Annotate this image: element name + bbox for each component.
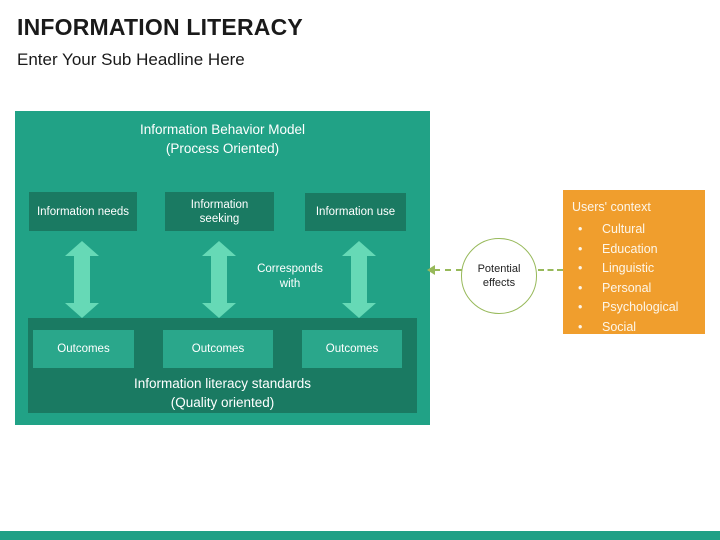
list-item-label: Cultural	[602, 222, 646, 236]
literacy-standards-title-line1: Information literacy standards	[133, 376, 312, 391]
stage-box-information-needs: Information needs	[29, 192, 137, 231]
potential-effects-line2: effects	[482, 277, 516, 289]
stage-box-information-use: Information use	[305, 193, 406, 231]
list-item: • Linguistic	[572, 259, 699, 279]
connector-dashed-line-left	[434, 269, 462, 271]
outcome-box-2: Outcomes	[163, 330, 273, 368]
literacy-standards-box: Outcomes Outcomes Outcomes Information l…	[28, 318, 417, 413]
footer-accent-bar	[0, 531, 720, 540]
arrow-down-head-icon	[342, 303, 376, 318]
arrow-up-head-icon	[65, 241, 99, 256]
list-item-label: Psychological	[602, 300, 679, 314]
literacy-standards-title: Information literacy standards (Quality …	[28, 374, 417, 412]
list-item-label: Social	[602, 319, 637, 334]
bullet-icon: •	[578, 261, 583, 275]
bullet-icon: •	[578, 280, 583, 295]
list-item: • Cultural	[572, 220, 699, 240]
arrow-down-head-icon	[65, 303, 99, 318]
potential-effects-circle: Potential effects	[461, 238, 537, 314]
page-title: INFORMATION LITERACY	[17, 14, 303, 40]
bullet-icon: •	[578, 319, 583, 334]
bullet-icon: •	[578, 241, 583, 256]
connector-arrowhead-icon	[427, 265, 435, 275]
arrow-down-head-icon	[202, 303, 236, 318]
stage-box-information-seeking: Information seeking	[165, 192, 274, 231]
behavior-model-title-line1: Information Behavior Model	[139, 122, 306, 137]
behavior-model-box: Information Behavior Model (Process Orie…	[15, 111, 430, 425]
potential-effects-line1: Potential	[477, 263, 521, 275]
list-item-label: Education	[602, 241, 658, 256]
arrow-shaft	[351, 256, 367, 303]
corresponds-line2: with	[279, 278, 301, 290]
connector-dashed-line-right	[538, 269, 563, 271]
double-arrow-icon	[65, 241, 99, 318]
list-item-label: Linguistic	[602, 261, 655, 275]
list-item: • Psychological	[572, 298, 699, 318]
literacy-standards-title-line2: (Quality oriented)	[170, 395, 275, 410]
users-context-box: Users' context • Cultural • Education • …	[563, 190, 705, 334]
list-item-label: Personal	[602, 280, 652, 295]
behavior-model-title-line2: (Process Oriented)	[165, 141, 280, 156]
bullet-icon: •	[578, 222, 583, 236]
outcome-box-3: Outcomes	[302, 330, 402, 368]
outcome-box-1: Outcomes	[33, 330, 134, 368]
arrow-up-head-icon	[202, 241, 236, 256]
corresponds-with-label: Corresponds with	[245, 262, 335, 292]
behavior-model-title: Information Behavior Model (Process Orie…	[15, 120, 430, 158]
users-context-list: • Cultural • Education • Linguistic • Pe…	[572, 220, 699, 337]
bullet-icon: •	[578, 300, 583, 314]
arrow-shaft	[211, 256, 227, 303]
double-arrow-icon	[342, 241, 376, 318]
users-context-title: Users' context	[572, 200, 651, 214]
arrow-up-head-icon	[342, 241, 376, 256]
list-item: • Education	[572, 240, 699, 260]
list-item: • Social	[572, 318, 699, 338]
arrow-shaft	[74, 256, 90, 303]
corresponds-line1: Corresponds	[257, 263, 323, 275]
list-item: • Personal	[572, 279, 699, 299]
double-arrow-icon	[202, 241, 236, 318]
page-subtitle: Enter Your Sub Headline Here	[17, 50, 245, 69]
